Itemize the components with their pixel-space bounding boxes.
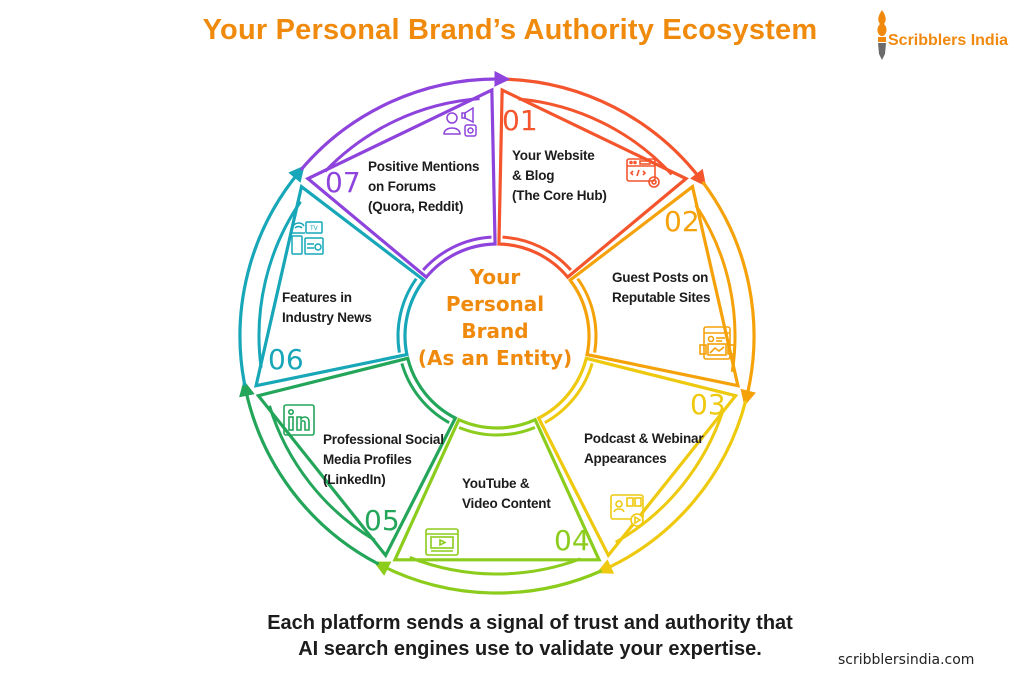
segment-05-number: 05 bbox=[364, 504, 400, 537]
center-entity-label: Your Personal Brand (As an Entity) bbox=[405, 264, 585, 372]
brand-logo: Scribblers India bbox=[872, 8, 1012, 62]
segment-05-wedge bbox=[255, 356, 458, 559]
label-line: Your Website bbox=[512, 148, 595, 163]
segment-01-label: Your Website & Blog (The Core Hub) bbox=[512, 146, 607, 206]
video-conference-play-icon bbox=[610, 494, 644, 527]
segment-07-label: Positive Mentions on Forums (Quora, Redd… bbox=[368, 157, 480, 217]
linkedin-icon bbox=[283, 404, 315, 436]
label-line: Positive Mentions bbox=[368, 159, 480, 174]
segment-04-wedge bbox=[392, 417, 602, 562]
segment-04-label: YouTube & Video Content bbox=[462, 474, 551, 514]
segment-03-arrow bbox=[596, 400, 748, 574]
label-line: Appearances bbox=[584, 451, 667, 466]
segment-03-number: 03 bbox=[690, 388, 726, 421]
footer-line: AI search engines use to validate your e… bbox=[298, 638, 762, 660]
segment-06-wedge bbox=[253, 183, 427, 388]
segment-02-wedge bbox=[567, 183, 741, 388]
segment-04-arrow bbox=[373, 561, 603, 595]
segment-05-label: Professional Social Media Profiles (Link… bbox=[323, 430, 444, 490]
pen-nib-icon bbox=[877, 10, 887, 60]
center-line: (As an Entity) bbox=[417, 346, 573, 370]
web-page-layout-icon bbox=[699, 326, 735, 360]
segment-07-arrow bbox=[299, 70, 511, 171]
label-line: YouTube & bbox=[462, 476, 530, 491]
segment-02-arrow bbox=[701, 180, 757, 407]
segment-06-label: Features in Industry News bbox=[282, 288, 372, 328]
person-megaphone-icon bbox=[443, 107, 477, 137]
label-line: Industry News bbox=[282, 310, 372, 325]
svg-text:TV: TV bbox=[309, 225, 319, 232]
label-line: (Quora, Reddit) bbox=[368, 199, 464, 214]
label-line: Features in bbox=[282, 290, 352, 305]
label-line: Podcast & Webinar bbox=[584, 431, 704, 446]
website-url: scribblersindia.com bbox=[838, 652, 975, 668]
page-title: Your Personal Brand’s Authority Ecosyste… bbox=[202, 14, 818, 46]
segment-02-label: Guest Posts on Reputable Sites bbox=[612, 268, 710, 308]
footer-caption: Each platform sends a signal of trust an… bbox=[200, 610, 860, 662]
label-line: Reputable Sites bbox=[612, 290, 711, 305]
segment-01-arrow bbox=[504, 77, 707, 187]
label-line: Professional Social bbox=[323, 432, 444, 447]
segment-05-arrow bbox=[239, 380, 380, 566]
label-line: (LinkedIn) bbox=[323, 472, 386, 487]
label-line: Guest Posts on bbox=[612, 270, 709, 285]
segment-07-wedge bbox=[304, 87, 497, 280]
center-line: Personal bbox=[445, 292, 545, 316]
label-line: (The Core Hub) bbox=[512, 188, 607, 203]
segment-04-number: 04 bbox=[554, 524, 590, 557]
segment-03-wedge bbox=[536, 356, 739, 559]
segment-07-number: 07 bbox=[325, 166, 361, 199]
video-player-icon bbox=[425, 528, 459, 556]
segment-01-wedge bbox=[497, 87, 690, 280]
segment-03-label: Podcast & Webinar Appearances bbox=[584, 429, 704, 469]
brand-name: Scribblers India bbox=[888, 32, 1009, 49]
label-line: Media Profiles bbox=[323, 452, 412, 467]
center-line: Your bbox=[469, 265, 521, 289]
footer-line: Each platform sends a signal of trust an… bbox=[267, 612, 793, 634]
label-line: Video Content bbox=[462, 496, 551, 511]
label-line: & Blog bbox=[512, 168, 555, 183]
segment-01-number: 01 bbox=[502, 104, 538, 137]
segment-02-number: 02 bbox=[664, 205, 700, 238]
website-code-gear-icon bbox=[626, 158, 660, 188]
label-line: on Forums bbox=[368, 179, 436, 194]
tv-radio-media-icon: TV bbox=[291, 221, 324, 255]
center-line: Brand bbox=[461, 319, 529, 343]
segment-06-number: 06 bbox=[268, 343, 304, 376]
segment-06-arrow bbox=[238, 165, 305, 387]
